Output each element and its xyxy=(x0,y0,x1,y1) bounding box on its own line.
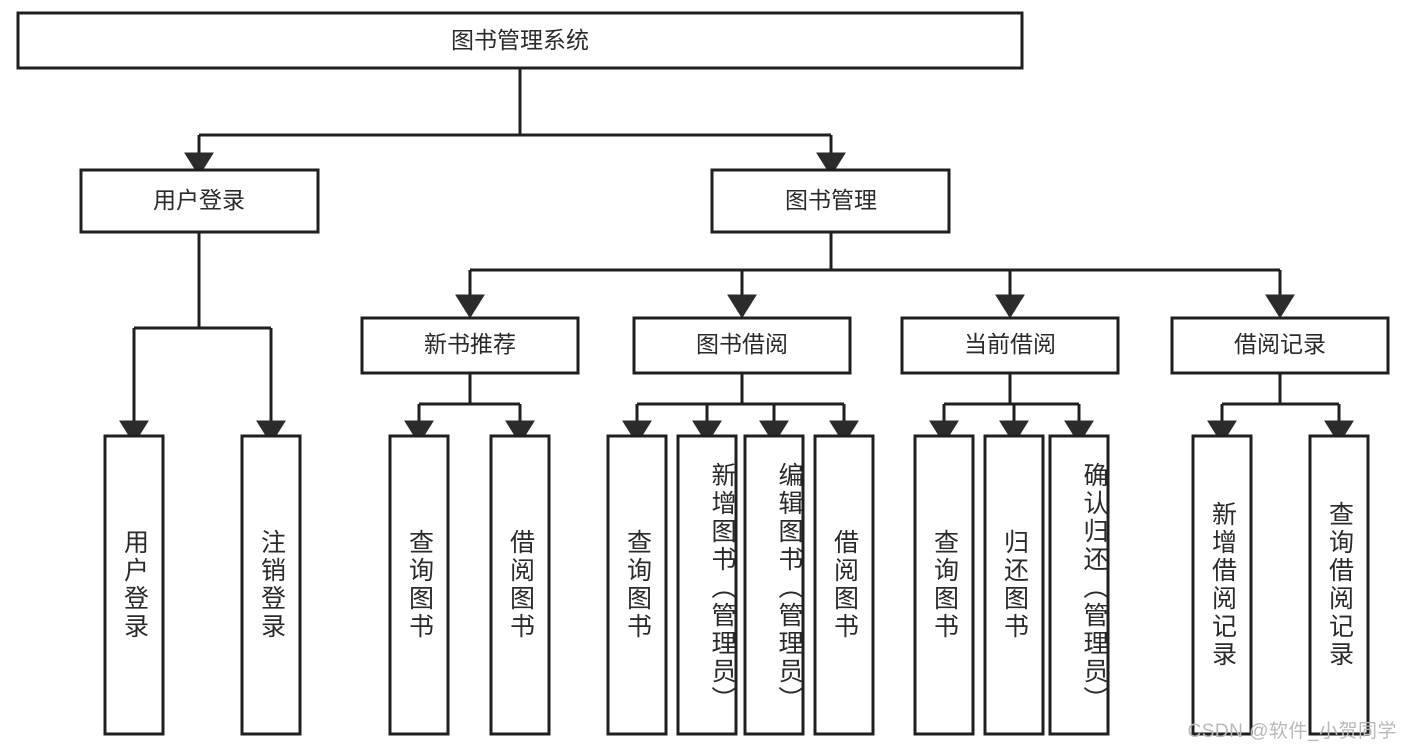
node-book-borrow-box[interactable] xyxy=(632,316,852,375)
node-user-login-box[interactable] xyxy=(79,168,320,234)
node-root-label: 图书管理系统 xyxy=(451,27,589,53)
node-current-borrow-label: 当前借阅 xyxy=(964,331,1056,357)
leaf-box-borrow-record-2[interactable] xyxy=(1308,434,1370,736)
edges-group xyxy=(119,68,1354,445)
node-new-book-recommend-box[interactable] xyxy=(360,316,580,375)
leaf-box-book-borrow-3[interactable] xyxy=(743,434,805,736)
leaf-box-new-book-1[interactable] xyxy=(388,434,450,736)
node-borrow-record-label: 借阅记录 xyxy=(1234,331,1326,357)
leaf-box-book-borrow-4[interactable] xyxy=(813,434,875,736)
leaf-box-book-borrow-1[interactable] xyxy=(606,434,668,736)
leaf-box-user-login-2[interactable] xyxy=(240,434,302,736)
node-new-book-recommend-label: 新书推荐 xyxy=(424,331,516,357)
node-borrow-record-box[interactable] xyxy=(1170,316,1390,375)
leaf-box-book-borrow-2[interactable] xyxy=(676,434,738,736)
csdn-watermark: CSDN @软件_小贺同学 xyxy=(1187,721,1397,742)
leaf-box-user-login-1[interactable] xyxy=(103,434,165,736)
leaf-box-current-borrow-1[interactable] xyxy=(913,434,975,736)
node-book-manage-box[interactable] xyxy=(710,168,951,234)
node-user-login-label: 用户登录 xyxy=(153,187,245,213)
leaf-box-borrow-record-1[interactable] xyxy=(1191,434,1253,736)
node-book-borrow-label: 图书借阅 xyxy=(696,331,788,357)
leaf-box-new-book-2[interactable] xyxy=(489,434,551,736)
nodes-group: 图书管理系统 用户登录 图书管理 新书推荐 图书借阅 当前借阅 借阅记录 xyxy=(16,11,1390,736)
leaf-box-current-borrow-2[interactable] xyxy=(983,434,1045,736)
leaf-box-current-borrow-3[interactable] xyxy=(1048,434,1110,736)
node-root-box[interactable] xyxy=(16,11,1024,70)
node-current-borrow-box[interactable] xyxy=(900,316,1120,375)
node-book-manage-label: 图书管理 xyxy=(785,187,877,213)
